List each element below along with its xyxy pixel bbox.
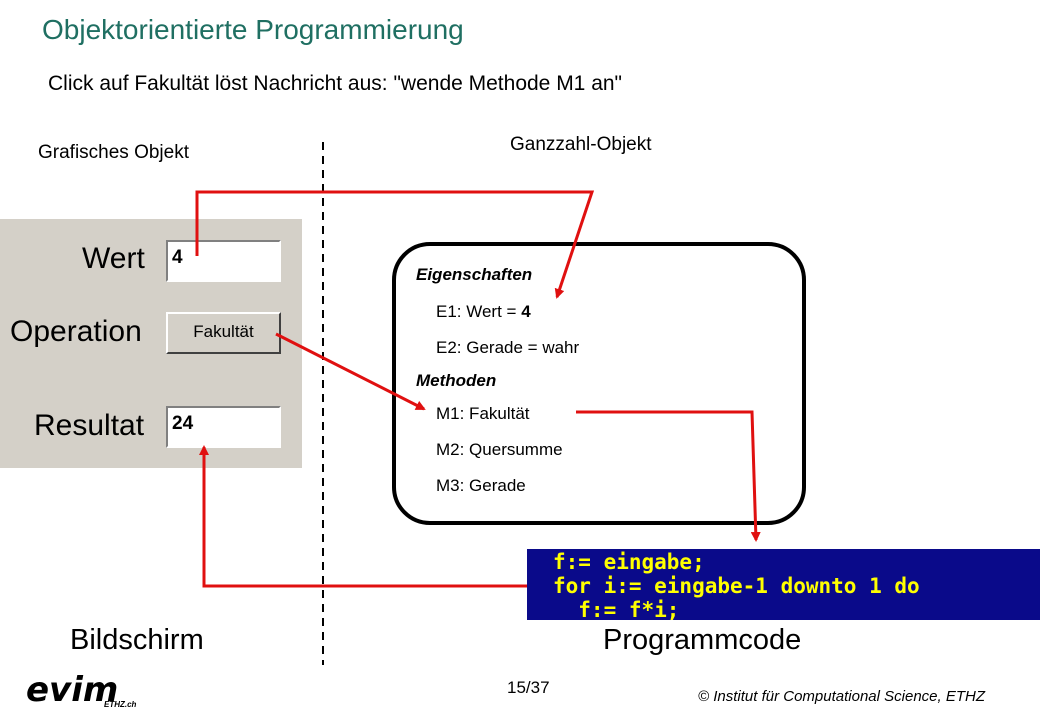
code-line: f:= eingabe; — [553, 550, 705, 574]
slide-title: Objektorientierte Programmierung — [42, 14, 464, 45]
value-input[interactable]: 4 — [166, 240, 281, 282]
method-m1: M1: Fakultät — [436, 404, 530, 423]
factorial-button[interactable]: Fakultät — [166, 312, 281, 354]
page-number: 15/37 — [507, 678, 550, 697]
methods-heading: Methoden — [416, 371, 497, 390]
slide-subtitle: Click auf Fakultät löst Nachricht aus: "… — [48, 72, 623, 95]
method-m3: M3: Gerade — [436, 476, 526, 495]
method-arrow — [576, 410, 761, 542]
program-code-label: Programmcode — [603, 624, 802, 656]
result-label: Resultat — [34, 409, 145, 442]
property-e1-label: E1: Wert = — [436, 302, 522, 321]
code-line: f:= f*i; — [553, 598, 680, 622]
value-arrow — [195, 190, 595, 299]
copyright: © Institut für Computational Science, ET… — [698, 688, 985, 705]
integer-object-box — [392, 242, 806, 525]
operation-label: Operation — [10, 315, 142, 348]
value-label: Wert — [82, 242, 145, 275]
screen-label: Bildschirm — [70, 624, 204, 656]
code-block: f:= eingabe; for i:= eingabe-1 downto 1 … — [527, 549, 1040, 622]
integer-object-label: Ganzzahl-Objekt — [510, 134, 652, 155]
method-m2: M2: Quersumme — [436, 440, 563, 459]
graphic-object-label: Grafisches Objekt — [38, 142, 189, 163]
property-e1-value: 4 — [521, 302, 531, 321]
properties-heading: Eigenschaften — [416, 265, 533, 284]
property-e2: E2: Gerade = wahr — [436, 338, 580, 357]
code-line: for i:= eingabe-1 downto 1 do — [553, 574, 920, 598]
message-arrow — [275, 332, 426, 411]
result-arrow — [199, 445, 527, 588]
property-e1: E1: Wert = 4 — [436, 302, 531, 322]
evim-logo: evim — [26, 670, 119, 710]
result-input[interactable]: 24 — [166, 406, 281, 448]
evim-logo-sub: ETHZ.ch — [104, 700, 137, 709]
